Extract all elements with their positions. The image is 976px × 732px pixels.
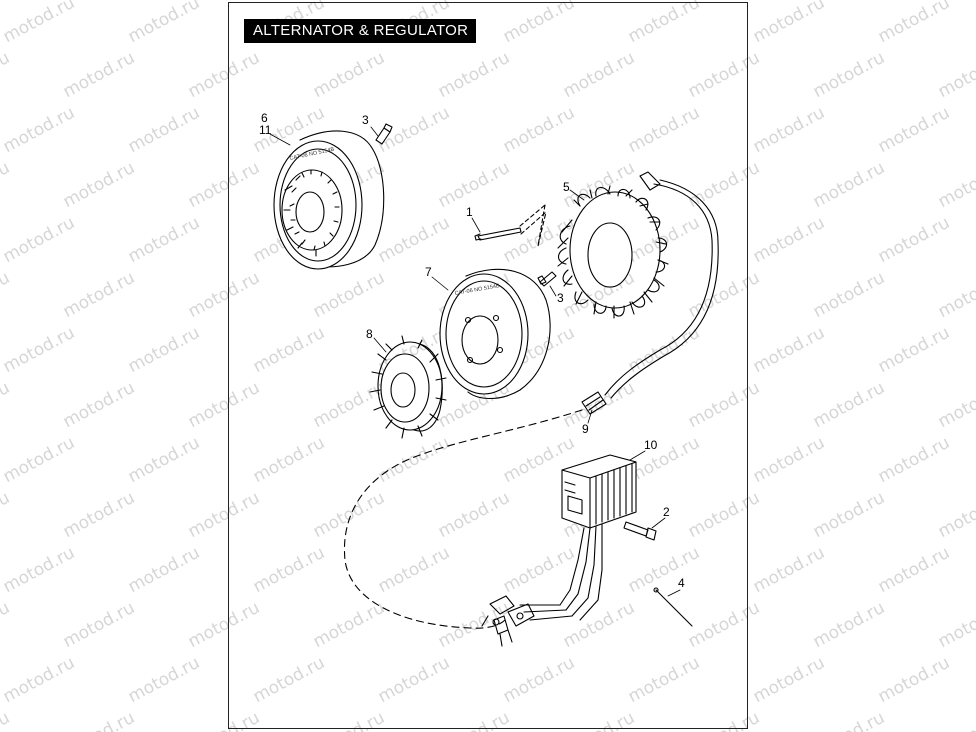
callout-8: 8 (366, 327, 373, 341)
harness-connectors (481, 595, 535, 647)
rotor-upper: CAT-06 NO 5154B (273, 130, 385, 270)
mounting-bolt (623, 521, 657, 541)
screw-upper (375, 123, 393, 145)
sprocket (369, 335, 447, 439)
callout-9: 9 (582, 422, 589, 436)
stud-bolt (474, 204, 547, 247)
callout-1: 1 (466, 205, 473, 219)
routing-dashed-line (343, 409, 583, 629)
callout-3-upper: 3 (362, 113, 369, 127)
cable-tie (653, 587, 693, 627)
voltage-regulator (519, 454, 637, 621)
callout-10: 10 (644, 438, 658, 452)
callout-7: 7 (425, 265, 432, 279)
diagram-frame (228, 2, 748, 729)
callout-2: 2 (663, 505, 670, 519)
leader-lines (269, 126, 681, 597)
callout-11: 11 (259, 123, 272, 137)
page-title: ALTERNATOR & REGULATOR (244, 19, 476, 43)
callout-3-middle: 3 (557, 291, 564, 305)
rotor-middle: CAT-06 NO 5154B (439, 268, 551, 400)
stator-connector (581, 391, 607, 415)
callout-labels: 6 11 3 1 5 7 3 8 9 10 2 4 (259, 111, 685, 590)
callout-5: 5 (563, 180, 570, 194)
stator (557, 171, 719, 399)
callout-6: 6 (261, 111, 268, 125)
callout-4: 4 (678, 576, 685, 590)
screw-middle (537, 271, 557, 287)
